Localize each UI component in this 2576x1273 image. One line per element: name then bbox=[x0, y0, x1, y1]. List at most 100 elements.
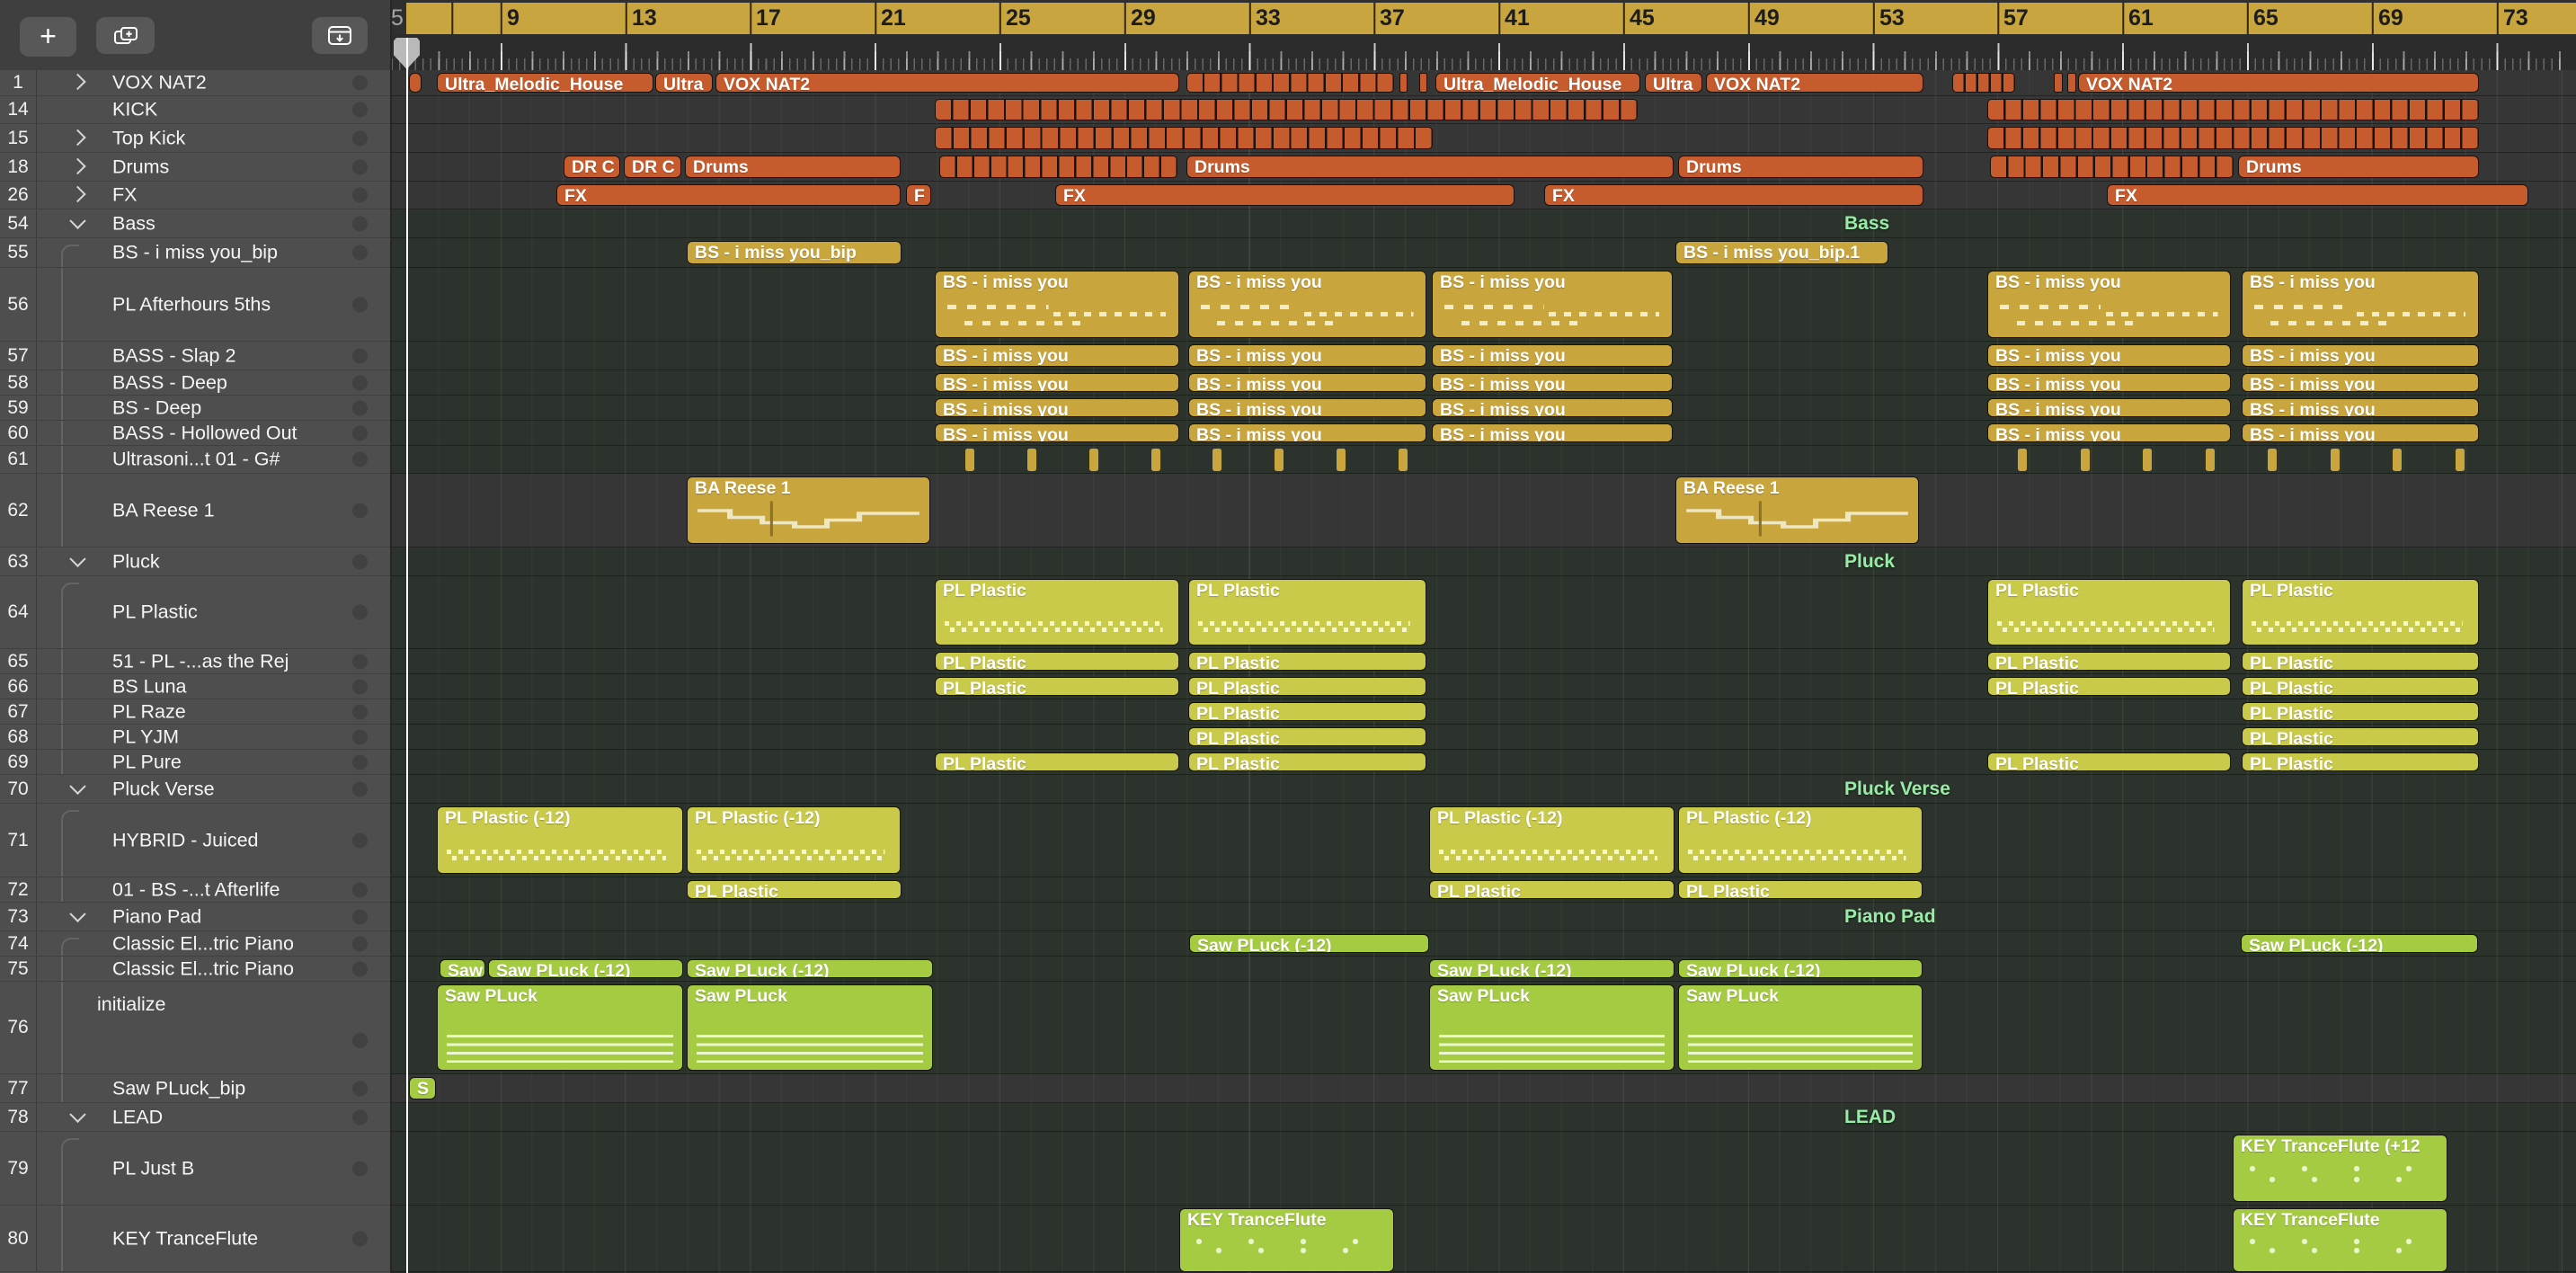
note-tick[interactable] bbox=[2018, 449, 2027, 471]
track-name[interactable]: PL Just B bbox=[112, 1157, 195, 1179]
track-status-dot[interactable] bbox=[352, 1033, 368, 1048]
track-status-dot[interactable] bbox=[352, 554, 368, 569]
region-bs-i-miss-you[interactable]: BS - i miss you bbox=[2242, 373, 2479, 392]
region-ba-reese-1[interactable]: BA Reese 1 bbox=[1675, 476, 1919, 544]
track-name[interactable]: BS Luna bbox=[112, 675, 187, 697]
track-name[interactable]: Classic El...tric Piano bbox=[112, 957, 294, 979]
region-saw-pluck-12-[interactable]: Saw PLuck (-12) bbox=[1678, 959, 1923, 978]
track-status-dot[interactable] bbox=[352, 451, 368, 467]
note-tick[interactable] bbox=[1337, 449, 1346, 471]
track-status-dot[interactable] bbox=[352, 754, 368, 770]
region-bs-i-miss-you[interactable]: BS - i miss you bbox=[1987, 398, 2231, 417]
region-ultra[interactable]: Ultra bbox=[1645, 73, 1702, 93]
track-name[interactable]: PL YJM bbox=[112, 726, 180, 747]
region-saw[interactable]: Saw bbox=[440, 959, 485, 978]
region-bs-i-miss-you[interactable]: BS - i miss you bbox=[1188, 373, 1426, 392]
track-name[interactable]: Top Kick bbox=[112, 127, 186, 148]
track-name[interactable]: PL Afterhours 5ths bbox=[112, 293, 271, 315]
region-pl-plastic[interactable]: PL Plastic bbox=[1188, 727, 1426, 746]
region-bs-i-miss-you[interactable]: BS - i miss you bbox=[935, 373, 1179, 392]
region-bs-i-miss-you[interactable]: BS - i miss you bbox=[1188, 423, 1426, 442]
region-drums[interactable]: Drums bbox=[1678, 156, 1923, 178]
region-bs-i-miss-you[interactable]: BS - i miss you bbox=[1188, 271, 1426, 338]
track-name[interactable]: 01 - BS -...t Afterlife bbox=[112, 878, 280, 900]
chopped-audio-cluster[interactable] bbox=[1952, 73, 2015, 93]
track-name[interactable]: PL Raze bbox=[112, 700, 186, 722]
lane-63[interactable] bbox=[390, 547, 2576, 576]
region-fx[interactable]: FX bbox=[2107, 184, 2528, 206]
region-pl-plastic[interactable]: PL Plastic bbox=[1188, 752, 1426, 771]
region-bs-i-miss-you[interactable]: BS - i miss you bbox=[1432, 398, 1673, 417]
region-bs-i-miss-you[interactable]: BS - i miss you bbox=[1987, 423, 2231, 442]
track-name[interactable]: FX bbox=[112, 183, 138, 206]
region-pl-plastic[interactable]: PL Plastic bbox=[935, 579, 1179, 645]
track-status-dot[interactable] bbox=[352, 654, 368, 669]
region-drums[interactable]: Drums bbox=[685, 156, 901, 178]
audio-chop[interactable] bbox=[1419, 73, 1427, 93]
track-name[interactable]: Ultrasoni...t 01 - G# bbox=[112, 448, 280, 470]
region-dr-c[interactable]: DR C bbox=[564, 156, 620, 178]
region-fx[interactable]: FX bbox=[1544, 184, 1923, 206]
track-name[interactable]: PL Plastic bbox=[112, 601, 198, 623]
track-name[interactable]: HYBRID - Juiced bbox=[112, 829, 259, 850]
lane-79[interactable] bbox=[390, 1132, 2576, 1206]
track-status-dot[interactable] bbox=[352, 297, 368, 312]
region-pl-plastic[interactable]: PL Plastic bbox=[2242, 579, 2479, 645]
cycle-range-band[interactable] bbox=[406, 3, 2576, 34]
track-status-dot[interactable] bbox=[352, 245, 368, 261]
region-bs-i-miss-you[interactable]: BS - i miss you bbox=[1987, 271, 2231, 338]
track-status-dot[interactable] bbox=[352, 187, 368, 203]
track-status-dot[interactable] bbox=[352, 159, 368, 174]
chevron-down-icon[interactable] bbox=[69, 1106, 86, 1123]
region-saw-pluck-12-[interactable]: Saw PLuck (-12) bbox=[488, 959, 683, 978]
region-drums[interactable]: Drums bbox=[1186, 156, 1674, 178]
playhead-line[interactable] bbox=[406, 38, 408, 1273]
region-dr-c[interactable]: DR C bbox=[624, 156, 681, 178]
region-key-tranceflute-12[interactable]: KEY TranceFlute (+12 bbox=[2233, 1135, 2447, 1202]
region-bs-i-miss-you[interactable]: BS - i miss you bbox=[935, 398, 1179, 417]
track-status-dot[interactable] bbox=[352, 729, 368, 744]
track-name[interactable]: BA Reese 1 bbox=[112, 499, 215, 521]
region-pl-plastic-12-[interactable]: PL Plastic (-12) bbox=[1678, 806, 1923, 874]
region-drums[interactable]: Drums bbox=[2238, 156, 2479, 178]
region-saw-pluck-12-[interactable]: Saw PLuck (-12) bbox=[2241, 934, 2478, 953]
region-bs-i-miss-you[interactable]: BS - i miss you bbox=[1432, 373, 1673, 392]
note-tick[interactable] bbox=[2393, 449, 2402, 471]
region-pl-plastic[interactable]: PL Plastic bbox=[1188, 677, 1426, 696]
lane-78[interactable] bbox=[390, 1103, 2576, 1132]
audio-chop[interactable] bbox=[1399, 73, 1408, 93]
track-status-dot[interactable] bbox=[352, 375, 368, 390]
track-status-dot[interactable] bbox=[352, 1081, 368, 1096]
lane-77[interactable] bbox=[390, 1074, 2576, 1103]
track-name[interactable]: Classic El...tric Piano bbox=[112, 932, 294, 954]
region-vox-nat2[interactable]: VOX NAT2 bbox=[715, 73, 1179, 93]
track-import-button[interactable] bbox=[312, 17, 368, 54]
region-bs-i-miss-you[interactable]: BS - i miss you bbox=[2242, 344, 2479, 367]
region-pl-plastic[interactable]: PL Plastic bbox=[2242, 702, 2479, 721]
chevron-down-icon[interactable] bbox=[69, 550, 86, 567]
region-bs-i-miss-you[interactable]: BS - i miss you bbox=[935, 271, 1179, 338]
lane-70[interactable] bbox=[390, 775, 2576, 804]
note-tick[interactable] bbox=[1027, 449, 1036, 471]
track-name[interactable]: initialize bbox=[97, 993, 166, 1015]
region-saw-pluck[interactable]: Saw PLuck bbox=[1429, 984, 1674, 1071]
region-bs-i-miss-you[interactable]: BS - i miss you bbox=[1987, 344, 2231, 367]
duplicate-track-button[interactable] bbox=[96, 17, 155, 54]
